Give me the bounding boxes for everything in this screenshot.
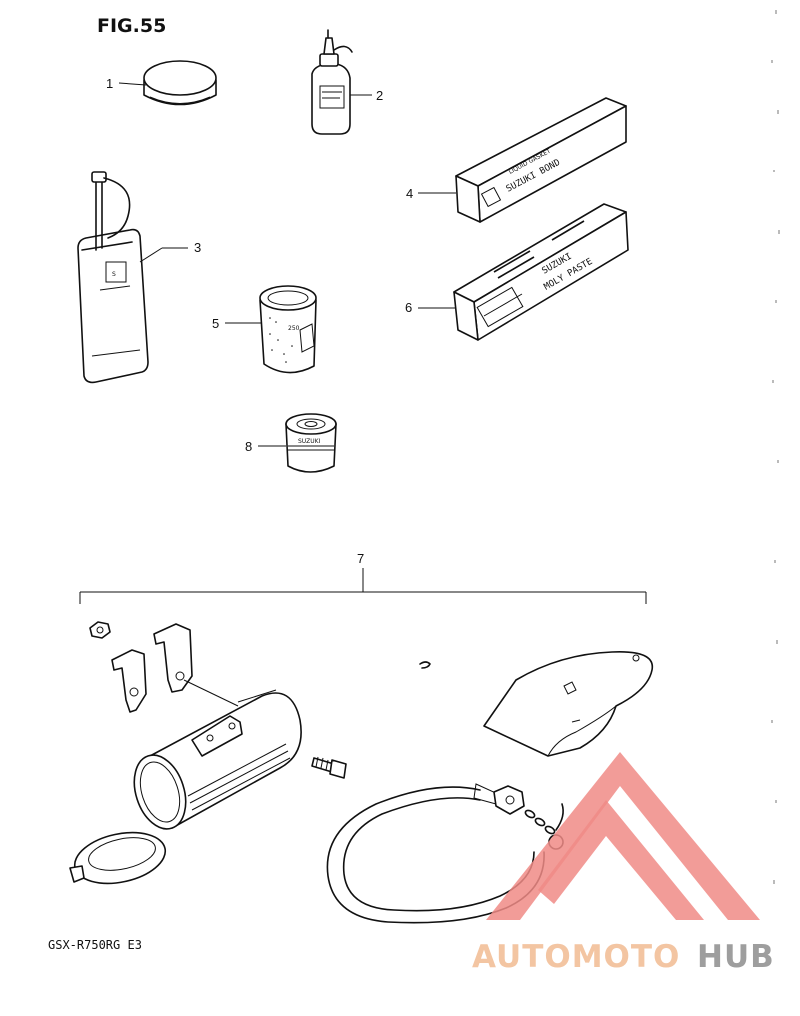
part-8-small-can: SUZUKI bbox=[285, 413, 337, 473]
callout-7: 7 bbox=[357, 551, 364, 566]
part-7-clamp-bracket-b bbox=[153, 623, 193, 693]
part-3-logo-mark: S bbox=[112, 271, 116, 278]
figure-title: FIG.55 bbox=[97, 15, 166, 37]
part-7-clamp-bracket-a bbox=[111, 649, 147, 713]
part-7-end-cap bbox=[69, 831, 167, 885]
watermark-logo bbox=[486, 752, 760, 920]
part-5-large-can: 250 bbox=[259, 285, 317, 374]
callout-8: 8 bbox=[245, 439, 252, 454]
part-8-can-label: SUZUKI bbox=[298, 438, 321, 445]
part-6-paste-package: SUZUKI MOLY PASTE bbox=[453, 203, 629, 341]
part-7-clip bbox=[419, 661, 431, 669]
watermark-text-hub: HUB bbox=[697, 939, 775, 975]
callout-6: 6 bbox=[405, 300, 412, 315]
part-7-lock-holder bbox=[133, 689, 302, 830]
leader-line-3 bbox=[139, 247, 163, 263]
part-4-bond-package: LIQUID GASKET SUZUKI BOND bbox=[455, 97, 627, 223]
scan-edge-specks bbox=[771, 10, 780, 884]
part-2-oil-bottle bbox=[311, 29, 353, 135]
part-7-cover-bag bbox=[483, 651, 654, 757]
part-7-screw bbox=[311, 756, 347, 779]
watermark-text-auto: AUTOMOTO bbox=[472, 939, 680, 975]
part-7-nut bbox=[89, 621, 111, 639]
model-code: GSX-R750RG E3 bbox=[48, 938, 142, 952]
callout-1: 1 bbox=[106, 76, 113, 91]
part-1-grease-tin bbox=[143, 60, 217, 106]
part-7-cable-lock bbox=[326, 783, 564, 924]
part-7-bracket-line bbox=[79, 568, 647, 604]
leader-line-1 bbox=[118, 82, 147, 86]
part-3-container: S bbox=[77, 171, 149, 384]
watermark-wordmark: AUTOMOTO HUB bbox=[472, 939, 775, 975]
part-7-assembly-line bbox=[183, 679, 239, 707]
callout-3: 3 bbox=[194, 240, 201, 255]
part-5-can-label: 250 bbox=[288, 325, 300, 332]
callout-2: 2 bbox=[376, 88, 383, 103]
callout-5: 5 bbox=[212, 316, 219, 331]
callout-4: 4 bbox=[406, 186, 413, 201]
